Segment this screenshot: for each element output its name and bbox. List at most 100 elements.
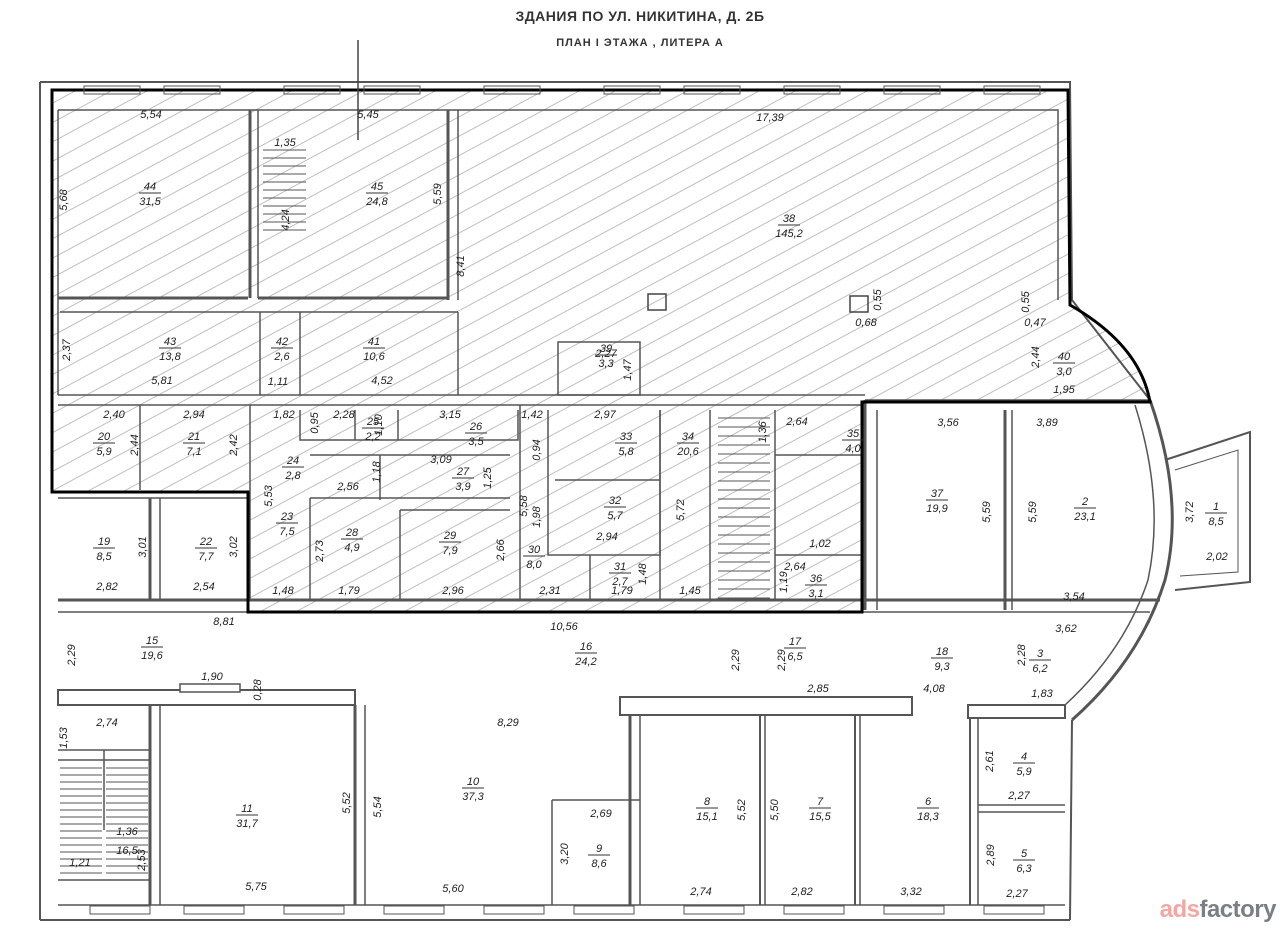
dimension-label: 1,48 bbox=[272, 585, 294, 597]
room-area: 2,8 bbox=[284, 470, 301, 482]
room-number: 43 bbox=[164, 336, 177, 348]
dimension-label: 0,94 bbox=[531, 439, 543, 460]
column-mark bbox=[849, 295, 869, 313]
window bbox=[783, 905, 845, 915]
window bbox=[483, 85, 541, 95]
dimension-label: 3,09 bbox=[430, 454, 451, 466]
dimension-label: 3,02 bbox=[228, 536, 240, 557]
dimension-label: 2,97 bbox=[593, 409, 616, 421]
room-area: 24,2 bbox=[574, 656, 596, 668]
room-number: 36 bbox=[810, 573, 823, 585]
room-number: 34 bbox=[682, 431, 694, 443]
hatch-line bbox=[52, 90, 785, 612]
dimension-label: 5,53 bbox=[263, 484, 275, 506]
window bbox=[603, 85, 661, 95]
room-number: 28 bbox=[345, 527, 359, 539]
room-number: 33 bbox=[620, 431, 633, 443]
room-area: 9,3 bbox=[934, 661, 950, 673]
room-number: 42 bbox=[276, 336, 288, 348]
dimension-label: 1,35 bbox=[274, 137, 296, 149]
room-area: 8,5 bbox=[96, 551, 112, 563]
hatch-line bbox=[131, 90, 1150, 612]
room-number: 32 bbox=[609, 495, 621, 507]
dimension-label: 2,44 bbox=[1030, 346, 1042, 368]
window bbox=[283, 85, 341, 95]
room-number: 8 bbox=[704, 796, 711, 808]
dimension-label: 2,69 bbox=[589, 808, 611, 820]
room-number: 10 bbox=[467, 776, 480, 788]
room-area: 2,2 bbox=[364, 431, 380, 443]
window bbox=[83, 85, 141, 95]
dimension-label: 1,82 bbox=[273, 409, 294, 421]
dimension-label: 2,94 bbox=[182, 409, 204, 421]
dimension-label: 0,28 bbox=[252, 678, 264, 700]
hatch-line bbox=[52, 90, 533, 612]
room-number: 29 bbox=[443, 530, 456, 542]
dimension-label: 2,28 bbox=[1016, 643, 1028, 666]
hatch-line bbox=[52, 90, 893, 612]
dimension-label: 2,64 bbox=[785, 416, 807, 428]
room-area: 5,8 bbox=[618, 446, 634, 458]
window bbox=[883, 85, 941, 95]
hatch-line bbox=[52, 90, 677, 612]
column-mark bbox=[647, 293, 667, 311]
hatch-line bbox=[383, 90, 1150, 612]
window bbox=[983, 85, 1041, 95]
room-number: 20 bbox=[97, 431, 111, 443]
room-area: 19,6 bbox=[141, 650, 163, 662]
room-number: 11 bbox=[241, 803, 252, 815]
dimension-label: 5,52 bbox=[736, 799, 748, 820]
dimension-label: 2,64 bbox=[783, 561, 805, 573]
room-number: 23 bbox=[280, 511, 294, 523]
room-number: 5 bbox=[1021, 848, 1028, 860]
room-number: 18 bbox=[936, 646, 949, 658]
dimension-label: 1,19 bbox=[778, 571, 790, 592]
hatch-line bbox=[635, 90, 1150, 612]
dimension-label: 2,44 bbox=[129, 434, 141, 456]
room-number: 37 bbox=[931, 488, 944, 500]
dimension-label: 1,10 bbox=[373, 413, 385, 435]
window bbox=[89, 905, 151, 915]
dimension-label: 1,36 bbox=[757, 420, 769, 442]
room-number: 9 bbox=[596, 843, 602, 855]
dimension-label: 1,42 bbox=[521, 409, 542, 421]
adsfactory-watermark: adsfactory bbox=[1159, 896, 1277, 923]
hatch-line bbox=[923, 90, 1150, 612]
dimension-label: 2,27 bbox=[1007, 790, 1030, 802]
dimension-label: 1,90 bbox=[201, 671, 223, 683]
dimension-label: 1,48 bbox=[637, 562, 649, 584]
dimension-label: 3,20 bbox=[559, 842, 571, 864]
room-area: 8,5 bbox=[1208, 516, 1224, 528]
dimension-label: 3,54 bbox=[1063, 591, 1084, 603]
room-area: 31,7 bbox=[236, 818, 258, 830]
room-number: 17 bbox=[789, 636, 802, 648]
dimension-label: 1,45 bbox=[679, 585, 701, 597]
dimension-label: 2,40 bbox=[102, 409, 125, 421]
dimension-label: 4,08 bbox=[923, 683, 945, 695]
room-area: 23,1 bbox=[1073, 511, 1095, 523]
hatch-line bbox=[52, 90, 965, 612]
room-number: 40 bbox=[1058, 351, 1071, 363]
hatch-line bbox=[1176, 0, 1280, 700]
walls bbox=[39, 81, 1251, 921]
room-number: 39 bbox=[600, 343, 612, 355]
room-area: 145,2 bbox=[775, 228, 803, 240]
room-number: 41 bbox=[368, 336, 380, 348]
room-area: 15,1 bbox=[696, 811, 717, 823]
hatch-line bbox=[95, 90, 1150, 612]
dimension-label: 2,94 bbox=[595, 531, 617, 543]
dimension-label: 1,02 bbox=[809, 538, 830, 550]
room-area: 5,9 bbox=[1016, 766, 1031, 778]
dimension-label: 5,59 bbox=[432, 183, 444, 204]
room-area: 4,0 bbox=[845, 443, 861, 455]
hatch-line bbox=[527, 90, 1150, 612]
dimension-label: 5,54 bbox=[140, 109, 161, 121]
dimension-label: 1,79 bbox=[338, 585, 359, 597]
dimension-label: 5,59 bbox=[1027, 501, 1039, 522]
room-area: 31,5 bbox=[139, 196, 161, 208]
window bbox=[883, 905, 945, 915]
room-area: 15,5 bbox=[809, 811, 831, 823]
dimension-label: 1,95 bbox=[1053, 384, 1075, 396]
leased-area-boundary bbox=[50, 88, 1152, 614]
